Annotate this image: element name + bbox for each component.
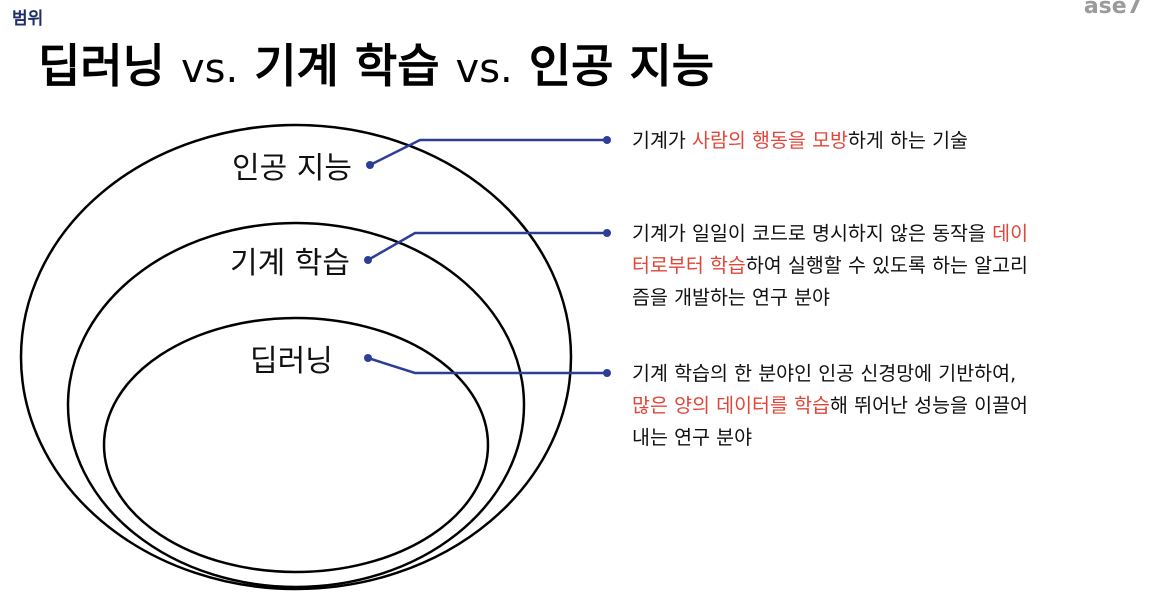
title-vs-1: vs. xyxy=(180,46,239,92)
description-ai: 기계가 사람의 행동을 모방하게 하는 기술 xyxy=(632,125,1032,157)
description-dl-text-end: 해 뛰어난 성능을 이끌어내는 연구 분야 xyxy=(632,394,1028,449)
description-ml-text: 기계가 일일이 코드로 명시하지 않은 동작을 xyxy=(632,222,993,245)
connector-ai-start-dot xyxy=(366,161,374,169)
title-term-ai: 인공 지능 xyxy=(528,39,715,93)
title-term-deep-learning: 딥러닝 xyxy=(38,39,165,93)
title-term-machine-learning: 기계 학습 xyxy=(254,39,440,93)
description-ml-highlight: 데이터로부터 학습 xyxy=(632,222,1029,277)
title-vs-2: vs. xyxy=(455,46,513,92)
ring-label-dl: 딥러닝 xyxy=(250,344,333,379)
page-title: 딥러닝 vs. 기계 학습 vs. 인공 지능 xyxy=(38,30,714,96)
brand-watermark: ase7 xyxy=(1083,0,1142,19)
description-ml: 기계가 일일이 코드로 명시하지 않은 동작을 데이터로부터 학습하여 실행할 … xyxy=(632,218,1032,314)
description-dl-highlight: 많은 양의 데이터를 학습 xyxy=(632,394,830,417)
connector-dl-start-dot xyxy=(364,354,372,362)
ring-dl xyxy=(102,316,490,574)
ring-ml xyxy=(66,221,526,589)
connector-dl xyxy=(367,356,607,375)
connector-ai-end-dot xyxy=(603,136,611,144)
ring-ai xyxy=(19,123,573,591)
ring-label-ml: 기계 학습 xyxy=(230,246,350,281)
description-ai-highlight: 사람의 행동을 모방 xyxy=(692,129,848,152)
description-ai-text-end: 하게 하는 기술 xyxy=(847,129,968,152)
connector-dl-end-dot xyxy=(603,369,611,377)
description-dl-text: 기계 학습의 한 분야인 인공 신경망에 기반하여, xyxy=(632,362,1017,385)
ring-label-ai: 인공 지능 xyxy=(232,151,352,186)
connector-ml xyxy=(367,231,607,262)
description-ml-text-end: 하여 실행할 수 있도록 하는 알고리즘을 개발하는 연구 분야 xyxy=(632,254,1028,309)
connector-ml-start-dot xyxy=(364,256,372,264)
connector-ai xyxy=(369,138,607,167)
description-ai-text: 기계가 xyxy=(632,129,693,152)
connector-ml-end-dot xyxy=(603,229,611,237)
description-dl: 기계 학습의 한 분야인 인공 신경망에 기반하여, 많은 양의 데이터를 학습… xyxy=(632,358,1032,454)
section-label: 범위 xyxy=(12,9,44,29)
